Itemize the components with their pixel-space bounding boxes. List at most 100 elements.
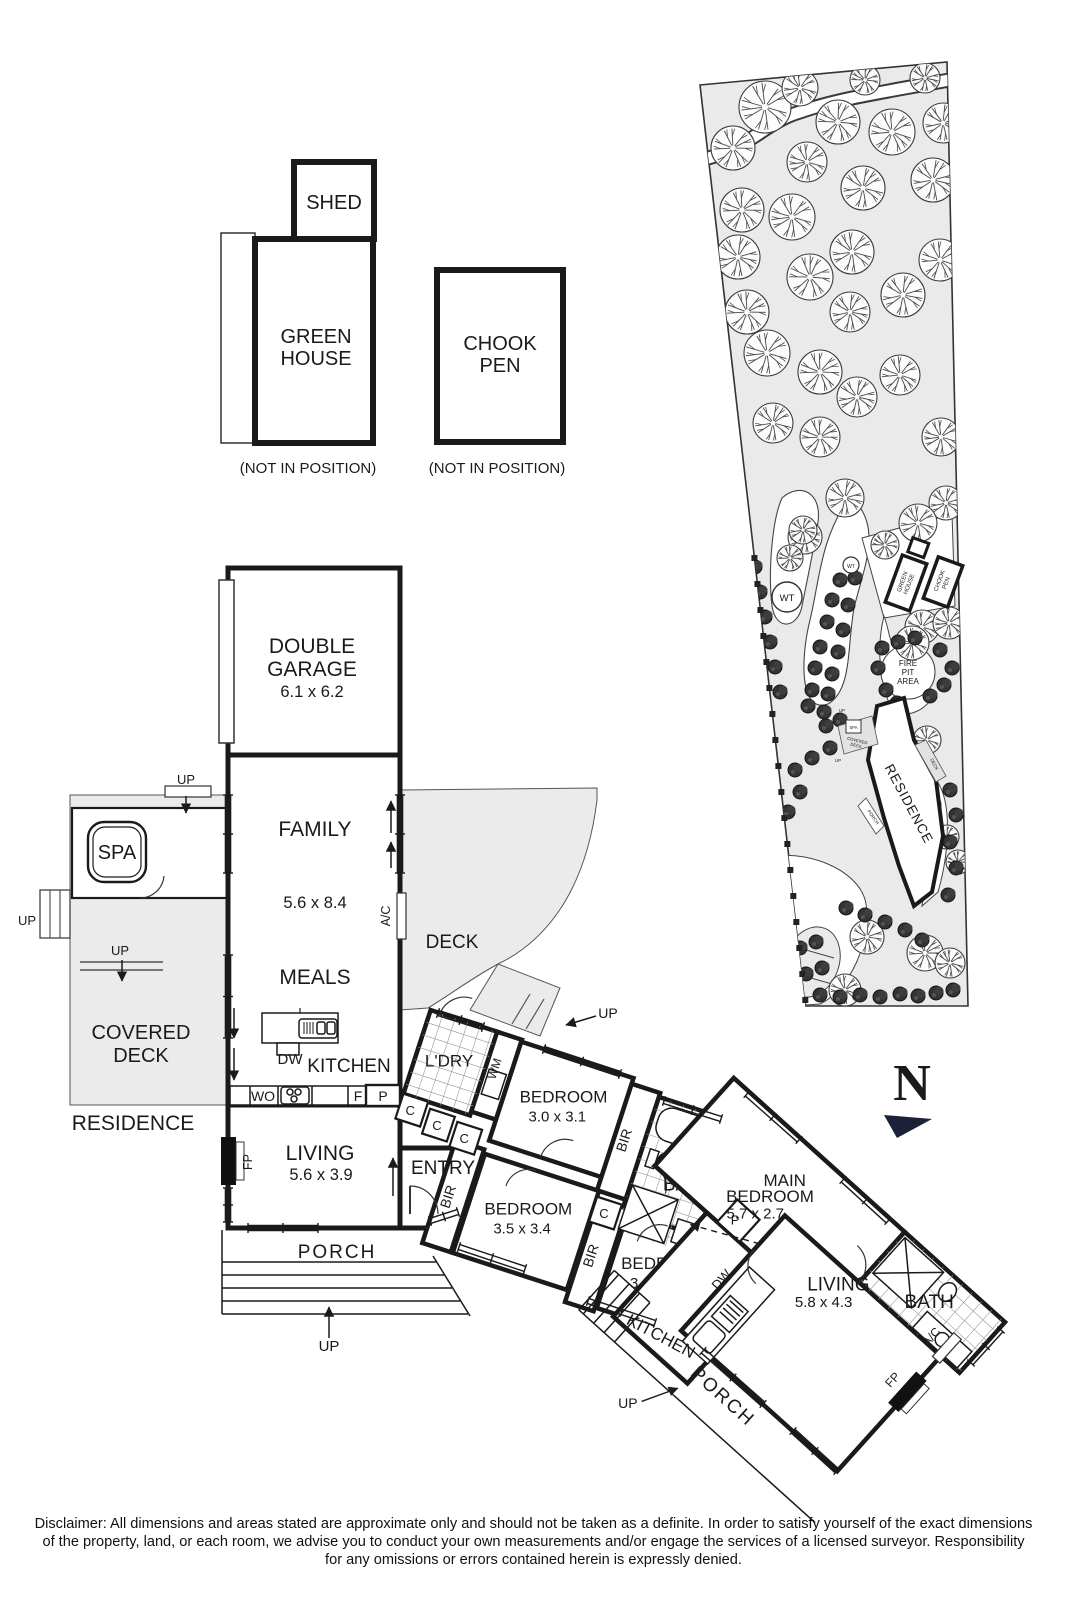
tree-icon: [829, 291, 871, 333]
disclaimer: Disclaimer: All dimensions and areas sta…: [0, 1516, 1067, 1569]
living2-label: LIVING: [807, 1275, 869, 1296]
tree-icon: [934, 947, 966, 979]
fence-post-icon: [769, 711, 776, 717]
shrub-icon: [818, 718, 834, 734]
chookpen-label-1: CHOOK: [463, 333, 537, 355]
site-firepit-label-1: FIRE: [899, 659, 917, 668]
closet-4: [587, 1195, 624, 1231]
shrub-icon: [897, 922, 913, 938]
tree-icon: [719, 187, 765, 233]
fence-post-icon: [757, 607, 764, 613]
living-label: LIVING: [286, 1142, 355, 1165]
site-covered-deck-label-1: COVERED: [847, 736, 868, 746]
shrub-icon: [819, 614, 835, 630]
ac-unit-icon: [396, 892, 407, 940]
shrub-icon: [940, 887, 956, 903]
fridge-label: F: [354, 1088, 363, 1104]
shrub-icon: [804, 750, 820, 766]
wall-oven-label: WO: [251, 1088, 275, 1104]
greenhouse-label-2: HOUSE: [280, 348, 351, 370]
site-firepit-label-2: PIT: [902, 668, 915, 677]
window-icon: [789, 1426, 841, 1476]
shrub-icon: [910, 988, 926, 1004]
shrub-icon: [932, 642, 948, 658]
entry-door: [409, 1185, 439, 1215]
shrub-icon: [870, 660, 886, 676]
pantry2-label: P: [731, 1212, 740, 1227]
tree-icon: [724, 289, 770, 335]
shrub-icon: [814, 960, 830, 976]
fence-post-icon: [766, 685, 773, 691]
site-covered-deck-label-2: DECK: [850, 742, 863, 750]
garage-label-1: DOUBLE: [269, 635, 355, 658]
tree-icon: [768, 193, 816, 241]
fence-post-icon: [781, 815, 788, 821]
tree-icon: [815, 99, 861, 145]
wm-label: WM: [485, 1056, 505, 1081]
disclaimer-line-1: Disclaimer: All dimensions and areas sta…: [34, 1516, 1033, 1532]
fence-post-icon: [796, 945, 803, 951]
bedroom1-label: BEDROOM: [520, 1088, 608, 1107]
dw-label: DW: [278, 1051, 304, 1068]
shrub-icon: [812, 639, 828, 655]
fence-post-icon: [799, 971, 806, 977]
chookpen-nip-label: (NOT IN POSITION): [429, 460, 565, 477]
closet-2: [420, 1107, 457, 1143]
structures-not-in-position: SHED GREEN HOUSE (NOT IN POSITION) CHOOK…: [220, 159, 566, 477]
up-label-porch: UP: [319, 1338, 340, 1355]
window-icon: [435, 1008, 486, 1032]
shrub-icon: [762, 634, 778, 650]
closet-2-label: C: [432, 1118, 441, 1133]
site-shed-mini: [905, 535, 931, 560]
tree-icon: [786, 141, 828, 183]
toilet2-icon: [937, 1282, 958, 1302]
front-porch: [221, 1230, 471, 1317]
covered-deck-label-1: COVERED: [92, 1022, 191, 1044]
tree-icon: [825, 478, 865, 518]
tree-icon: [879, 354, 921, 396]
shrub-icon: [878, 682, 894, 698]
tree-icon: [738, 80, 792, 134]
meals-label: MEALS: [279, 966, 350, 989]
site-up-label-1: UP: [839, 708, 845, 713]
wing-b: FP A/C MAIN BEDROOM 5.7 x 2.7 P BATH LIV…: [578, 1074, 1009, 1524]
tree-icon: [932, 606, 966, 640]
window-icon: [966, 1326, 1006, 1367]
up-label-deck-steps: UP: [598, 1005, 617, 1021]
fence-post-icon: [784, 841, 791, 847]
window-icon: [585, 1296, 658, 1328]
shrub-icon: [944, 660, 960, 676]
fence-post-icon: [772, 737, 779, 743]
tree-icon: [868, 108, 916, 156]
shrub-icon: [772, 684, 788, 700]
main-bedroom-label-1: MAIN: [763, 1171, 806, 1190]
window-icon: [427, 1207, 461, 1226]
shrub-icon: [832, 712, 848, 728]
fence-post-icon: [775, 763, 782, 769]
living2-dims: 5.8 x 4.3: [795, 1294, 853, 1311]
shrub-icon: [807, 660, 823, 676]
shrub-icon: [852, 987, 868, 1003]
side-steps: [39, 889, 71, 939]
water-tank-icon: [771, 581, 803, 613]
kitchen-fittings: [229, 1008, 402, 1108]
site-firepit-label-3: AREA: [897, 677, 919, 686]
fence-post-icon: [787, 867, 794, 873]
shrub-icon: [832, 989, 848, 1005]
shrub-icon: [840, 597, 856, 613]
bedroom2-label: BEDROOM: [484, 1199, 572, 1218]
shrub-icon: [812, 987, 828, 1003]
site-spa-label: SPA: [849, 725, 857, 730]
greenhouse-label-1: GREEN: [280, 326, 351, 348]
direction-arrow: [565, 1015, 597, 1028]
site-chookpen-label-2: PEN: [942, 577, 952, 591]
bedroom2-dims: 3.5 x 3.4: [493, 1220, 551, 1237]
deck-step-top: [164, 785, 212, 798]
tree-icon: [788, 515, 818, 545]
bir3-label: BIR: [437, 1183, 459, 1210]
ac2-icon: [931, 1331, 963, 1365]
main-bedroom-label-2: BEDROOM: [726, 1187, 814, 1206]
shrub-icon: [936, 677, 952, 693]
tree-icon: [909, 62, 941, 94]
